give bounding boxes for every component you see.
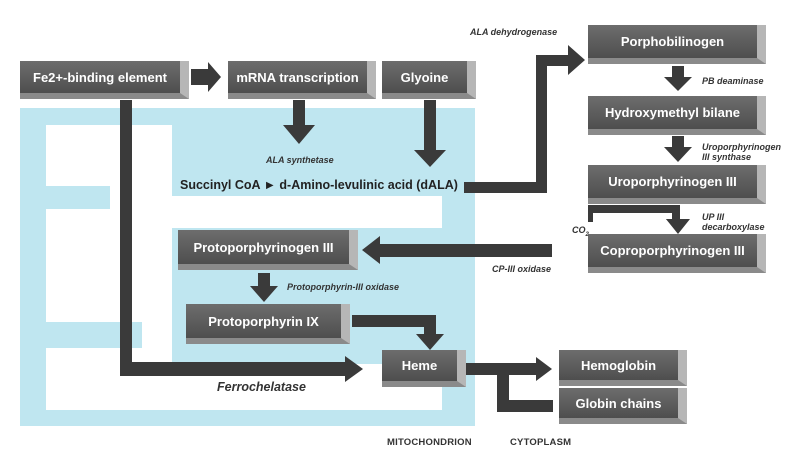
coproporphyrinogen-box: Coproporphyrinogen III bbox=[588, 234, 766, 273]
cp3-oxidase-label: CP-III oxidase bbox=[492, 264, 552, 274]
arrow-mrna-to-ala-synthetase bbox=[283, 100, 315, 144]
uroporphyrinogen-label: Uroporphyrinogen III bbox=[608, 174, 737, 189]
mitochondrion-caption: MITOCHONDRION bbox=[387, 437, 472, 448]
up3-decarboxylase-label-line2: decarboxylase bbox=[702, 222, 765, 232]
pb-deaminase-label: PB deaminase bbox=[702, 76, 764, 86]
arrow-protoporphyrin-to-heme bbox=[352, 315, 444, 350]
coproporphyrinogen-label: Coproporphyrinogen III bbox=[600, 243, 745, 258]
arrow-fe2-to-mrna bbox=[191, 62, 221, 92]
mrna-transcription-label: mRNA transcription bbox=[236, 69, 359, 85]
uroporphyrinogen-synthase-label-line1: Uroporphyrinogen bbox=[702, 142, 781, 152]
hydroxymethyl-bilane-label: Hydroxymethyl bilane bbox=[604, 105, 741, 120]
mrna-transcription-box: mRNA transcription bbox=[228, 61, 376, 99]
protoporphyrin-label: Protoporphyrin IX bbox=[208, 313, 319, 329]
fe2-binding-element-box: Fe2+-binding element bbox=[20, 61, 189, 99]
uroporphyrinogen-synthase-label-line2: III synthase bbox=[702, 152, 752, 162]
cytoplasm-caption: CYTOPLASM bbox=[510, 437, 572, 448]
co2-label: CO2 bbox=[572, 225, 589, 238]
succinyl-coa-reaction: Succinyl CoA ► d-Amino-levulinic acid (d… bbox=[180, 178, 458, 192]
protoporphyrin-oxidase-label: Protoporphyrin-III oxidase bbox=[287, 282, 400, 292]
arrow-dala-to-porphobilinogen bbox=[464, 45, 585, 193]
ala-synthetase-label: ALA synthetase bbox=[266, 155, 334, 165]
arrow-uroporphyrinogen-to-coproporphyrinogen bbox=[588, 205, 690, 234]
heme-label: Heme bbox=[401, 358, 438, 373]
arrow-porphobilinogen-to-hydroxymethyl bbox=[664, 66, 692, 91]
heme-box: Heme bbox=[382, 350, 466, 387]
glycine-box: Glyoine bbox=[382, 61, 476, 99]
fe2-binding-element-label: Fe2+-binding element bbox=[33, 69, 167, 85]
porphobilinogen-label: Porphobilinogen bbox=[620, 34, 725, 49]
globin-chains-label: Globin chains bbox=[575, 395, 662, 411]
hydroxymethyl-bilane-box: Hydroxymethyl bilane bbox=[588, 96, 766, 135]
arrow-globin-to-hemoglobin bbox=[497, 369, 553, 412]
co2-subscript: 2 bbox=[585, 231, 589, 238]
mitochondrial-crista bbox=[46, 186, 110, 209]
protoporphyrin-box: Protoporphyrin IX bbox=[186, 304, 350, 344]
globin-chains-box: Globin chains bbox=[559, 388, 687, 424]
hemoglobin-label: Hemoglobin bbox=[580, 357, 657, 373]
co2-text: CO bbox=[572, 225, 586, 235]
arrow-glycine-to-reaction bbox=[414, 100, 446, 167]
uroporphyrinogen-box: Uroporphyrinogen III bbox=[588, 165, 766, 204]
arrow-protoporphyrinogen-to-protoporphyrin bbox=[250, 273, 278, 302]
succinyl-coa-panel bbox=[172, 151, 462, 196]
arrow-hydroxymethyl-to-uroporphyrinogen bbox=[664, 136, 692, 162]
glycine-label: Glyoine bbox=[400, 69, 449, 85]
arrow-coproporphyrinogen-to-protoporphyrinogen bbox=[362, 236, 552, 264]
protoporphyrinogen-label: Protoporphyrinogen III bbox=[193, 239, 334, 255]
mitochondrion-inner-space bbox=[172, 196, 442, 228]
porphobilinogen-box: Porphobilinogen bbox=[588, 25, 766, 64]
protoporphyrinogen-box: Protoporphyrinogen III bbox=[178, 230, 358, 270]
ala-dehydrogenase-label: ALA dehydrogenase bbox=[470, 27, 558, 37]
up3-decarboxylase-label-line1: UP III bbox=[702, 212, 725, 222]
hemoglobin-box: Hemoglobin bbox=[559, 350, 687, 386]
ferrochelatase-label: Ferrochelatase bbox=[217, 380, 306, 394]
